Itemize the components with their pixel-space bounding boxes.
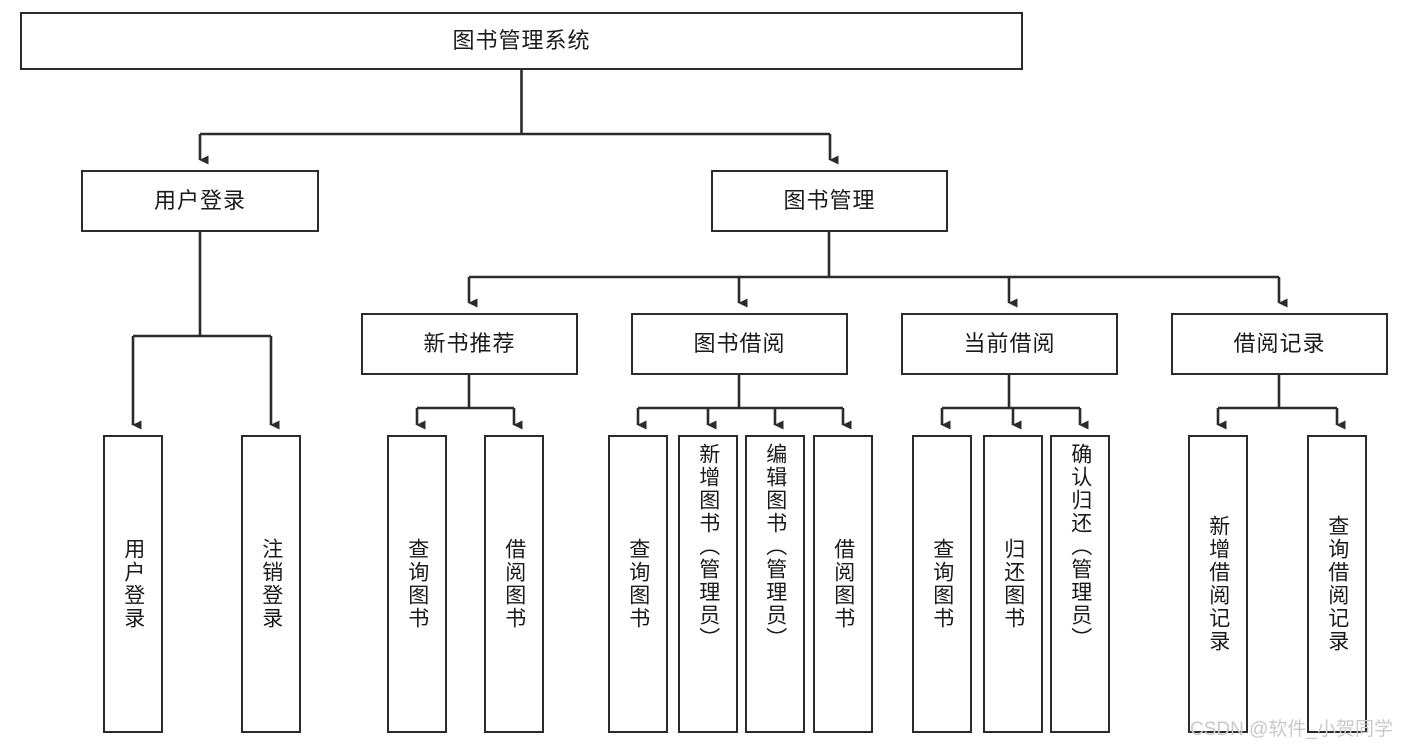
node-leaf-add-borrow-record-label: 新增借阅记录 [1206,515,1230,653]
node-current-borrow-label: 当前借阅 [963,331,1056,356]
node-current-borrow[interactable]: 当前借阅 [901,313,1118,375]
node-leaf-query-book-2-label: 查询图书 [626,538,650,630]
node-book-manage[interactable]: 图书管理 [711,170,948,232]
node-leaf-query-book-1-label: 查询图书 [405,538,429,630]
node-leaf-return-book[interactable]: 归还图书 [983,435,1043,733]
node-leaf-borrow-book-2[interactable]: 借阅图书 [813,435,873,733]
node-borrow-record-label: 借阅记录 [1233,331,1326,356]
node-leaf-edit-book-admin[interactable]: 编辑图书（管理员） [745,435,805,733]
node-leaf-user-logout[interactable]: 注销登录 [241,435,301,733]
node-user-login-label: 用户登录 [153,188,246,213]
node-leaf-borrow-book-1-label: 借阅图书 [502,538,526,630]
node-leaf-add-borrow-record[interactable]: 新增借阅记录 [1188,435,1248,733]
node-book-borrow[interactable]: 图书借阅 [631,313,848,375]
node-book-borrow-label: 图书借阅 [693,331,786,356]
node-leaf-query-book-3-label: 查询图书 [930,538,954,630]
node-new-book-recommend-label: 新书推荐 [423,331,516,356]
node-leaf-user-login-label: 用户登录 [121,538,145,630]
node-user-login[interactable]: 用户登录 [81,170,319,232]
node-leaf-query-book-2[interactable]: 查询图书 [608,435,668,733]
node-leaf-borrow-book-2-label: 借阅图书 [831,538,855,630]
node-root-system[interactable]: 图书管理系统 [20,12,1023,70]
node-leaf-add-book-admin[interactable]: 新增图书（管理员） [678,435,738,733]
node-leaf-query-borrow-record-label: 查询借阅记录 [1325,515,1349,653]
node-borrow-record[interactable]: 借阅记录 [1171,313,1388,375]
node-book-manage-label: 图书管理 [783,188,876,213]
node-new-book-recommend[interactable]: 新书推荐 [361,313,578,375]
watermark-text: CSDN @软件_小贺同学 [1190,719,1393,740]
node-leaf-query-borrow-record[interactable]: 查询借阅记录 [1307,435,1367,733]
node-leaf-edit-book-admin-label: 编辑图书（管理员） [763,443,787,650]
node-leaf-user-login[interactable]: 用户登录 [103,435,163,733]
node-leaf-return-book-label: 归还图书 [1001,538,1025,630]
node-leaf-query-book-3[interactable]: 查询图书 [912,435,972,733]
node-leaf-borrow-book-1[interactable]: 借阅图书 [484,435,544,733]
node-leaf-add-book-admin-label: 新增图书（管理员） [696,443,720,650]
node-root-system-label: 图书管理系统 [452,28,591,53]
node-leaf-confirm-return-admin-label: 确认归还（管理员） [1068,443,1092,650]
node-leaf-query-book-1[interactable]: 查询图书 [387,435,447,733]
node-leaf-confirm-return-admin[interactable]: 确认归还（管理员） [1050,435,1110,733]
node-leaf-user-logout-label: 注销登录 [259,538,283,630]
